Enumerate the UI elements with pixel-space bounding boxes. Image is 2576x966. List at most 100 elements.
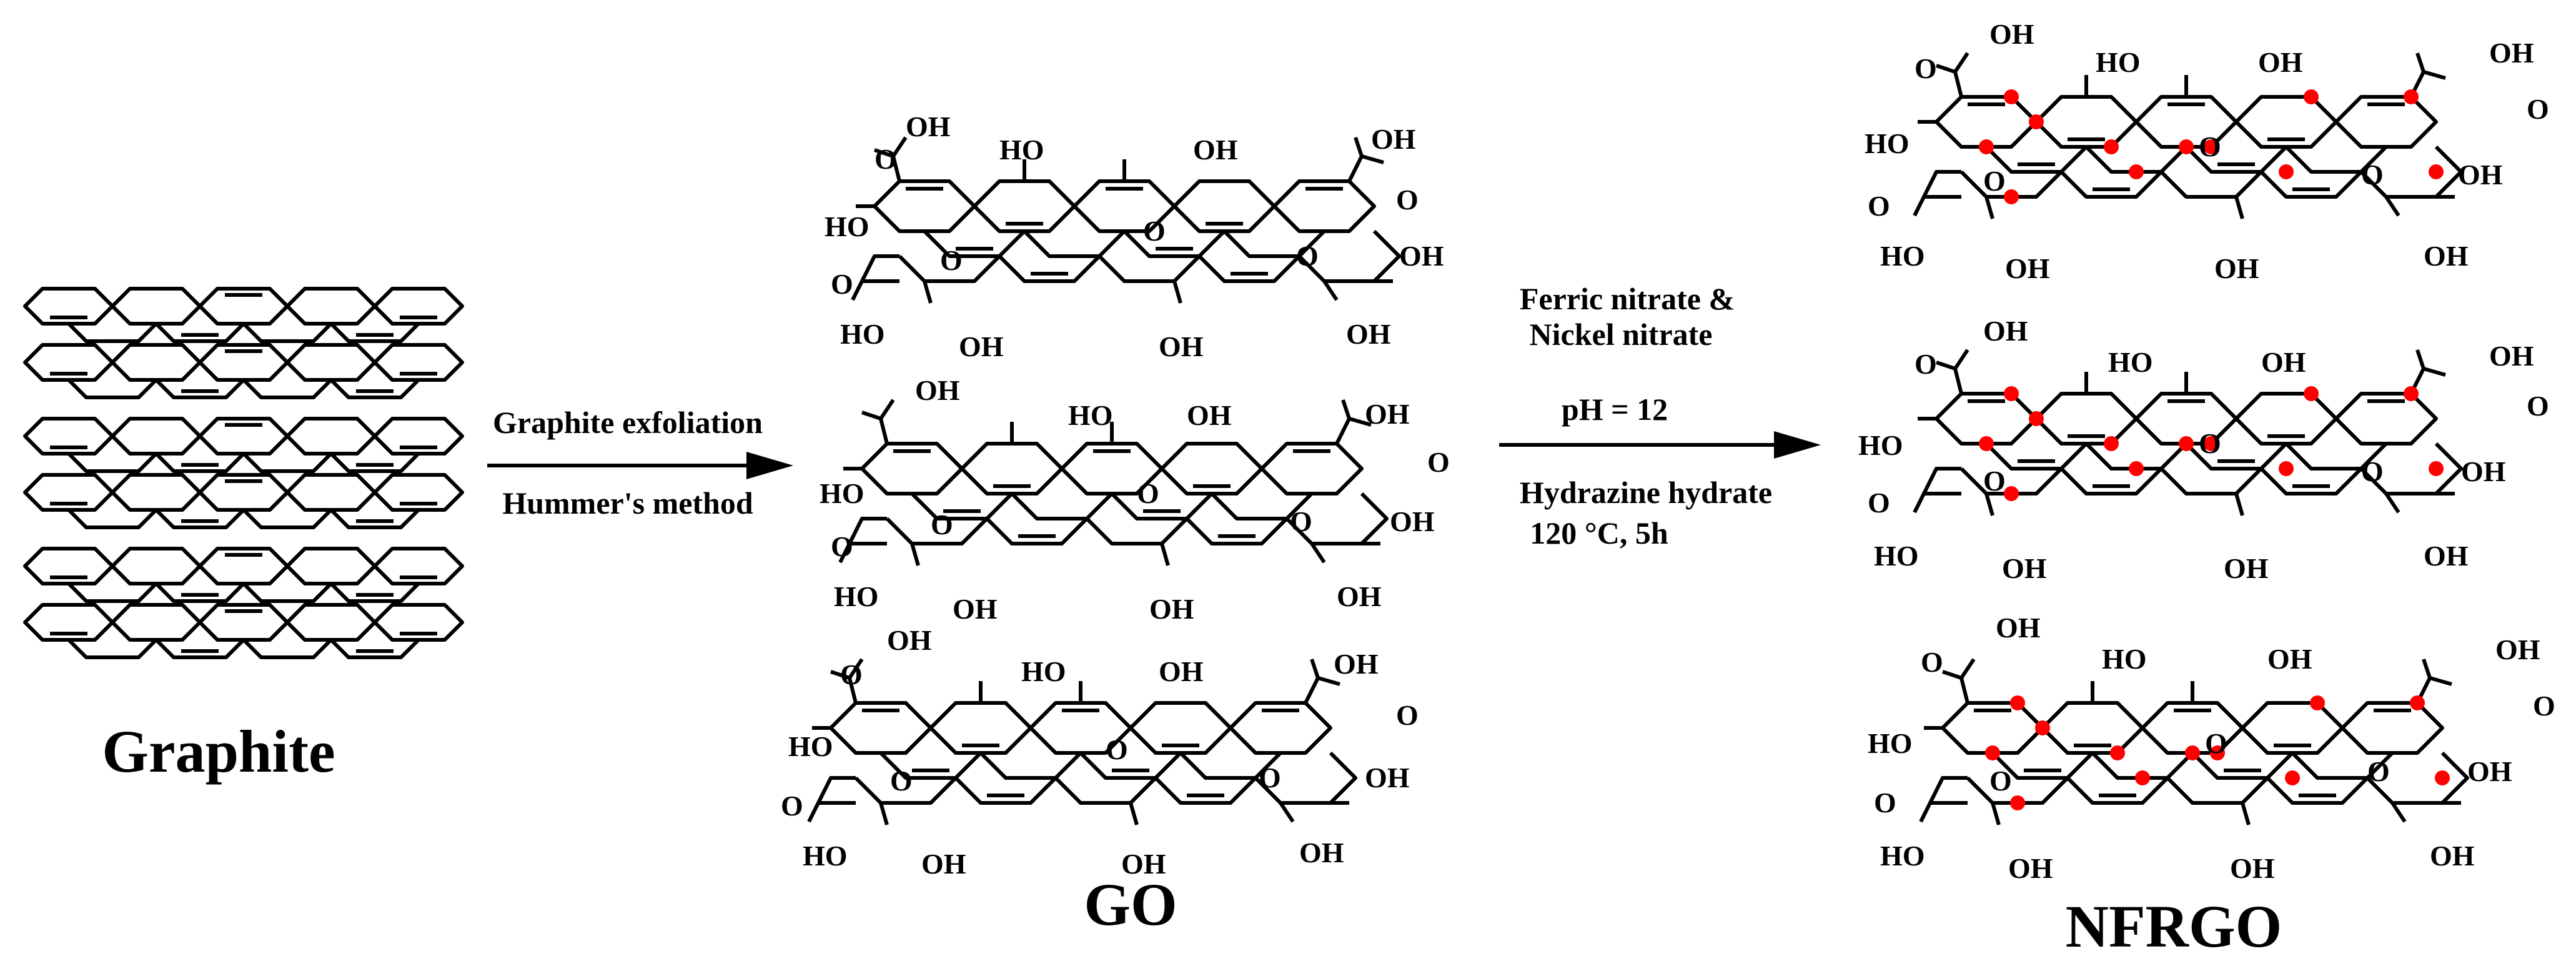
group-o: O (931, 509, 953, 540)
go-sheet-1 (853, 137, 1399, 303)
group-o: O (1915, 348, 1937, 380)
group-ho: HO (834, 580, 879, 612)
group-o: O (1290, 505, 1312, 537)
group-o: O (874, 143, 897, 175)
group-o: O (1296, 240, 1319, 272)
group-o: O (2367, 755, 2390, 787)
group-oh: OH (1299, 837, 1344, 869)
group-oh: OH (1334, 648, 1379, 680)
group-oh: OH (2424, 240, 2469, 272)
group-ho: HO (788, 730, 833, 762)
group-oh: OH (1983, 315, 2028, 347)
group-o: O (1106, 734, 1128, 765)
arrow-exfoliation (487, 452, 793, 479)
group-o: O (1868, 487, 1890, 519)
arrow1-line2: Hummer's method (502, 485, 753, 520)
group-o: O (1137, 477, 1159, 509)
group-ho: HO (1021, 655, 1066, 687)
group-ho: HO (1874, 540, 1919, 572)
group-oh: OH (887, 624, 932, 656)
go-groups: OH O HO OH OH O HO O O OH O O HO OH OH O… (781, 111, 1450, 880)
group-oh: OH (1193, 134, 1238, 166)
group-o: O (1396, 184, 1419, 216)
group-o: O (1983, 465, 2006, 497)
group-oh: OH (1337, 580, 1382, 612)
group-oh: OH (2489, 37, 2534, 69)
group-ho: HO (2102, 643, 2147, 675)
group-oh: OH (1996, 612, 2041, 644)
arrow-reduction (1499, 431, 1821, 459)
group-oh: OH (1365, 398, 1410, 430)
group-ho: HO (1880, 240, 1925, 272)
group-oh: OH (2230, 852, 2275, 884)
group-oh: OH (959, 331, 1004, 362)
group-o: O (2361, 159, 2384, 191)
graphite-label: Graphite (102, 718, 335, 785)
group-oh: OH (2008, 852, 2053, 884)
group-o: O (1874, 787, 1896, 819)
group-oh: OH (1346, 318, 1391, 350)
group-oh: OH (1187, 399, 1232, 431)
group-ho: HO (1865, 127, 1910, 159)
arrow2-line4: Hydrazine hydrate (1520, 475, 1772, 510)
group-oh: OH (921, 848, 966, 880)
group-ho: HO (840, 318, 885, 350)
group-oh: OH (953, 593, 998, 625)
group-oh: OH (2458, 159, 2503, 191)
group-ho: HO (1068, 399, 1113, 431)
group-oh: OH (2489, 340, 2534, 372)
group-oh: OH (2267, 643, 2312, 675)
group-o: O (1396, 699, 1419, 731)
group-o: O (1921, 646, 1943, 678)
group-o: O (1915, 52, 1937, 84)
group-ho: HO (2096, 46, 2141, 78)
group-oh: OH (1159, 655, 1204, 687)
group-oh: OH (2261, 346, 2306, 378)
group-ho: HO (1880, 840, 1925, 872)
group-o: O (1983, 165, 2006, 197)
nfrgo-groups: OH O HO OH OH O HO O O OH O O HO OH OH O… (1858, 18, 2555, 884)
group-o: O (840, 659, 863, 690)
group-o: O (1989, 765, 2012, 797)
group-oh: OH (2424, 540, 2469, 572)
group-oh: OH (1121, 848, 1166, 880)
group-oh: OH (2258, 46, 2303, 78)
group-o: O (1259, 762, 1281, 794)
group-o: O (781, 790, 803, 822)
go-sheet-2 (840, 400, 1387, 565)
group-oh: OH (2005, 252, 2050, 284)
nfrgo-sheet-3 (1921, 659, 2467, 825)
group-o: O (2199, 427, 2221, 459)
group-ho: HO (803, 840, 848, 872)
group-ho: HO (1868, 727, 1913, 759)
arrow2-line1: Ferric nitrate & (1520, 281, 1735, 316)
group-o: O (1868, 190, 1890, 222)
group-oh: OH (2002, 552, 2047, 584)
group-o: O (2533, 690, 2555, 722)
group-oh: OH (1399, 240, 1444, 272)
group-ho: HO (1858, 429, 1903, 461)
group-o: O (1427, 446, 1450, 478)
group-o: O (2205, 727, 2227, 759)
arrow2-line3: pH = 12 (1562, 392, 1668, 427)
graphite-stack (25, 289, 462, 657)
arrow2-line5: 120 °C, 5h (1530, 515, 1668, 550)
group-oh: OH (1149, 593, 1194, 625)
group-oh: OH (1989, 18, 2034, 50)
group-ho: HO (820, 477, 864, 509)
group-o: O (940, 244, 963, 276)
group-oh: OH (1390, 505, 1435, 537)
group-oh: OH (1365, 762, 1410, 794)
group-oh: OH (906, 111, 951, 142)
group-ho: HO (2108, 346, 2153, 378)
group-oh: OH (1371, 123, 1416, 155)
group-ho: HO (999, 134, 1044, 166)
group-oh: OH (1159, 331, 1204, 362)
group-o: O (1143, 215, 1166, 247)
group-o: O (890, 765, 913, 797)
group-o: O (2199, 131, 2221, 162)
group-o: O (2527, 390, 2549, 422)
arrow1-line1: Graphite exfoliation (493, 405, 763, 440)
group-oh: OH (2495, 634, 2540, 665)
group-o: O (2527, 93, 2549, 125)
